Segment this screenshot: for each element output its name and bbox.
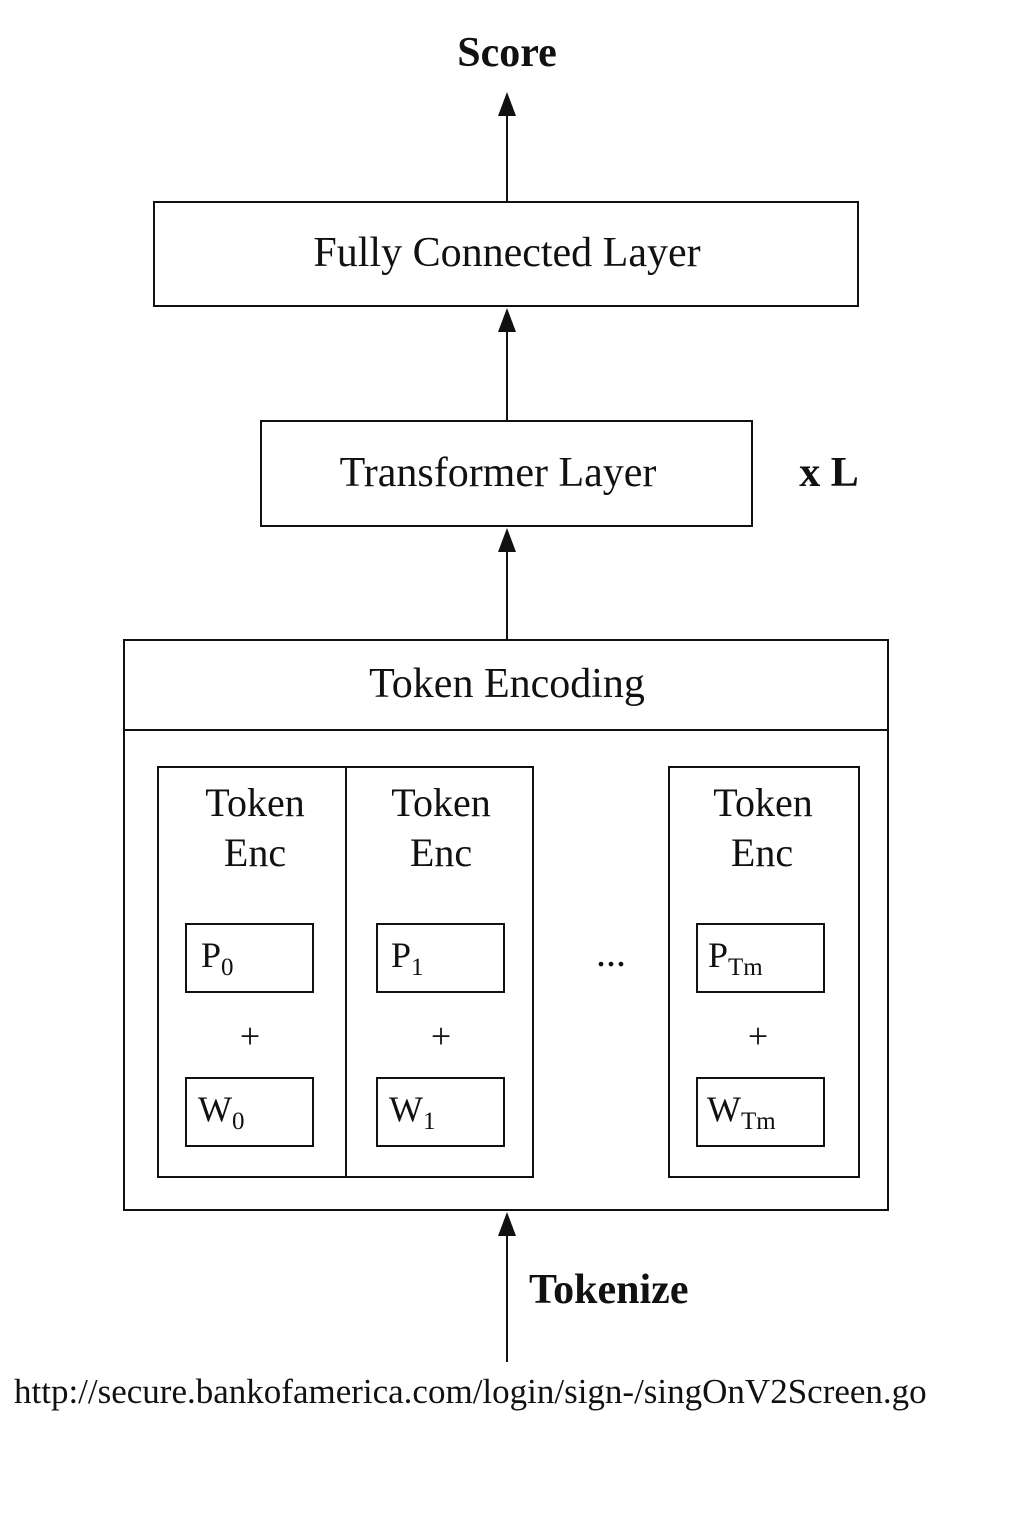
arrow-transformer-to-fc xyxy=(498,308,516,420)
position-embedding-box xyxy=(376,923,505,993)
plus-sign: + xyxy=(431,1016,451,1056)
token-encoding-label: Token Encoding xyxy=(369,661,645,707)
tokenize-label: Tokenize xyxy=(529,1267,688,1313)
fully-connected-layer-label: Fully Connected Layer xyxy=(313,230,700,276)
word-embedding-label: W1 xyxy=(389,1089,435,1135)
token-enc-title-line1: Token xyxy=(391,780,490,825)
position-embedding-label: PTm xyxy=(708,935,763,981)
token-enc-title-line2: Enc xyxy=(731,830,793,875)
arrow-url-to-encoding xyxy=(498,1212,516,1362)
position-embedding-box xyxy=(696,923,825,993)
ellipsis: ... xyxy=(596,930,626,975)
token-enc-title-line2: Enc xyxy=(224,830,286,875)
transformer-layer-box: Transformer Layer xyxy=(260,420,753,527)
word-embedding-box xyxy=(376,1077,505,1147)
input-url-text: http://secure.bankofamerica.com/login/si… xyxy=(14,1372,927,1411)
token-enc-column-0: Token Enc P0 + W0 xyxy=(157,766,347,1178)
token-enc-title-line2: Enc xyxy=(410,830,472,875)
repeat-label: x L xyxy=(799,450,859,496)
token-enc-column-tm: Token Enc PTm + WTm xyxy=(668,766,860,1178)
word-embedding-box xyxy=(696,1077,825,1147)
token-enc-title-line1: Token xyxy=(205,780,304,825)
word-embedding-label: WTm xyxy=(707,1089,776,1135)
token-enc-column-1: Token Enc P1 + W1 xyxy=(345,766,534,1178)
transformer-layer-label: Transformer Layer xyxy=(340,450,657,496)
arrow-fc-to-score xyxy=(498,92,516,201)
fully-connected-layer-box: Fully Connected Layer xyxy=(153,201,859,307)
word-embedding-label: W0 xyxy=(198,1089,244,1135)
position-embedding-label: P1 xyxy=(391,935,424,981)
arrow-encoding-to-transformer xyxy=(498,528,516,640)
plus-sign: + xyxy=(748,1016,768,1056)
plus-sign: + xyxy=(240,1016,260,1056)
word-embedding-box xyxy=(185,1077,314,1147)
token-enc-title-line1: Token xyxy=(713,780,812,825)
position-embedding-label: P0 xyxy=(201,935,234,981)
position-embedding-box xyxy=(185,923,314,993)
output-score-label: Score xyxy=(457,30,557,76)
